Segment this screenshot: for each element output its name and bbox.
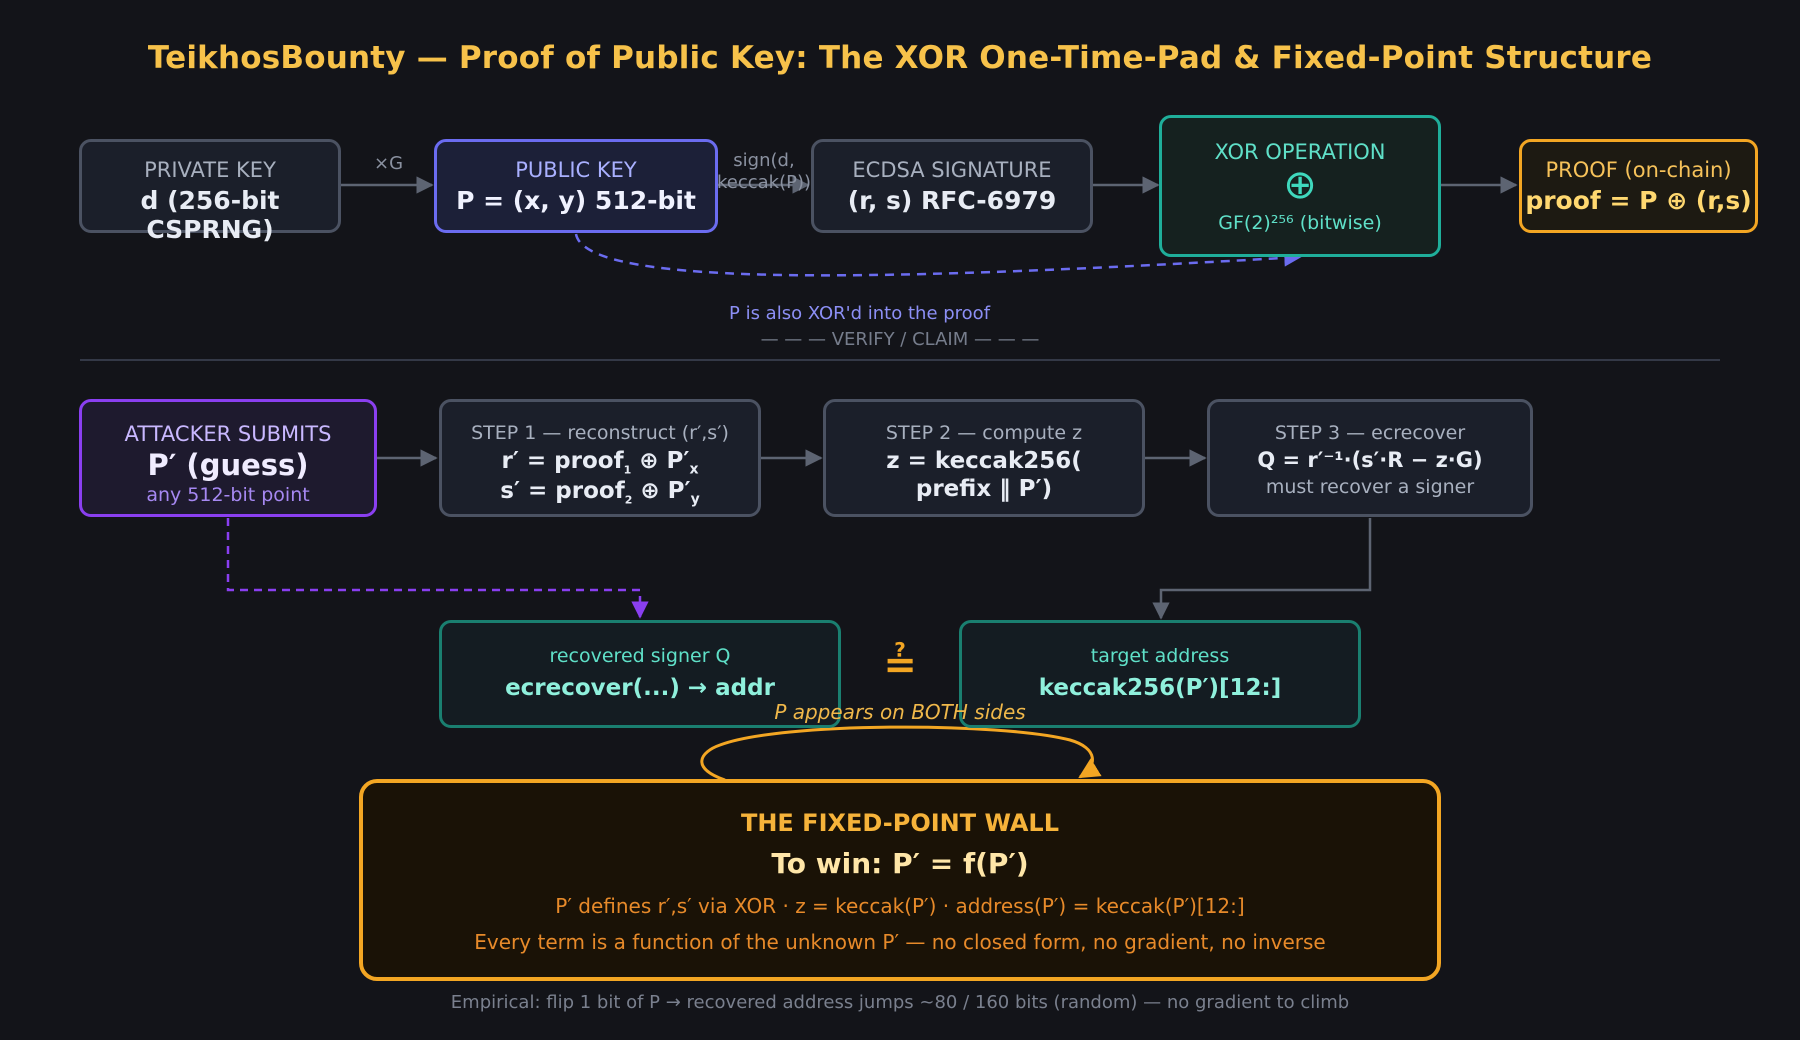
page-title: TeikhosBounty — Proof of Public Key: The…	[147, 40, 1653, 76]
step1-label: STEP 1 — reconstruct (r′,s′)	[471, 422, 729, 444]
target-address-label: target address	[1090, 645, 1230, 667]
step1-line2: s′ = proof2 ⊕ P′y	[442, 478, 758, 508]
public-key-value: P = (x, y) 512-bit	[456, 186, 696, 215]
step1-line1: r′ = proof1 ⊕ P′x	[442, 448, 758, 478]
recovered-signer-box: recovered signer Q ecrecover(...) → addr	[439, 620, 841, 728]
proof-value: proof = P ⊕ (r,s)	[1525, 186, 1752, 215]
step2-box: STEP 2 — compute z z = keccak256( prefix…	[823, 399, 1145, 517]
attacker-submits-sub: any 512-bit point	[146, 484, 310, 506]
private-key-value: d (256-bit CSPRNG)	[140, 186, 280, 244]
attacker-submits-value: P′ (guess)	[147, 448, 309, 482]
attacker-submits-box: ATTACKER SUBMITS P′ (guess) any 512-bit …	[79, 399, 377, 517]
step1-line1-sub: 1	[623, 463, 632, 477]
divider-label: — — — VERIFY / CLAIM — — —	[760, 329, 1040, 350]
xor-operation-sub: GF(2)²⁵⁶ (bitwise)	[1218, 212, 1382, 234]
step1-line1-b: ⊕ P′	[631, 448, 690, 474]
xor-operation-label: XOR OPERATION	[1214, 140, 1386, 164]
attacker-submits-label: ATTACKER SUBMITS	[124, 422, 332, 446]
step2-line2: prefix ‖ P′)	[915, 476, 1053, 502]
private-key-label: PRIVATE KEY	[144, 158, 276, 182]
arrow-attacker-to-recovered-dashed	[226, 518, 649, 619]
arrow-public-key-to-xor-dashed	[574, 233, 1302, 277]
proof-box: PROOF (on-chain) proof = P ⊕ (r,s)	[1519, 139, 1758, 233]
target-address-value: keccak256(P′)[12:]	[1038, 675, 1282, 701]
step1-line2-b: ⊕ P′	[632, 477, 691, 504]
target-address-box: target address keccak256(P′)[12:]	[959, 620, 1361, 728]
recovered-signer-value: ecrecover(...) → addr	[505, 675, 775, 701]
xor-symbol-icon: ⊕	[1283, 162, 1317, 208]
wall-title: THE FIXED-POINT WALL	[740, 809, 1060, 837]
edge-label-sign: sign(d, keccak(P))	[716, 150, 812, 194]
step3-box: STEP 3 — ecrecover Q = r′⁻¹·(s′·R − z·G)…	[1207, 399, 1533, 517]
ecdsa-signature-value: (r, s) RFC-6979	[847, 186, 1057, 215]
wall-line1: P′ defines r′,s′ via XOR · z = keccak(P′…	[555, 894, 1245, 918]
xor-operation-box: XOR OPERATION ⊕ GF(2)²⁵⁶ (bitwise)	[1159, 115, 1441, 257]
edge-label-sign-line1: sign(d,	[733, 150, 795, 171]
edge-label-sign-line2: keccak(P))	[716, 172, 812, 193]
step1-line1-a: r′ = proof	[501, 448, 624, 474]
arrow-step3-to-target	[1152, 518, 1372, 620]
both-sides-note: P appears on BOTH sides	[774, 700, 1026, 724]
step1-line2-sub: 2	[624, 493, 633, 507]
public-key-label: PUBLIC KEY	[515, 158, 637, 182]
ecdsa-signature-label: ECDSA SIGNATURE	[852, 158, 1052, 182]
step1-box: STEP 1 — reconstruct (r′,s′) r′ = proof1…	[439, 399, 761, 517]
step2-label: STEP 2 — compute z	[885, 422, 1083, 444]
step1-line2-a: s′ = proof	[500, 477, 625, 504]
step1-line1-sub2: x	[689, 461, 699, 478]
public-key-box: PUBLIC KEY P = (x, y) 512-bit	[434, 139, 718, 233]
footer-note: Empirical: flip 1 bit of P → recovered a…	[450, 992, 1350, 1013]
fixed-point-loop	[700, 725, 1102, 782]
wall-equation: To win: P′ = f(P′)	[771, 847, 1029, 880]
edge-label-times-g: ×G	[374, 153, 404, 174]
fixed-point-wall-box: THE FIXED-POINT WALL To win: P′ = f(P′) …	[359, 779, 1441, 981]
wall-line2: Every term is a function of the unknown …	[474, 930, 1326, 954]
xor-note: P is also XOR'd into the proof	[729, 303, 991, 324]
step3-label: STEP 3 — ecrecover	[1274, 422, 1466, 444]
step3-sub: must recover a signer	[1265, 476, 1475, 498]
step2-line1: z = keccak256(	[886, 448, 1082, 474]
step1-line2-sub2: y	[690, 491, 700, 508]
ecdsa-signature-box: ECDSA SIGNATURE (r, s) RFC-6979	[811, 139, 1093, 233]
step3-value: Q = r′⁻¹·(s′·R − z·G)	[1257, 448, 1483, 472]
private-key-box: PRIVATE KEY d (256-bit CSPRNG)	[79, 139, 341, 244]
recovered-signer-label: recovered signer Q	[549, 645, 731, 667]
proof-label: PROOF (on-chain)	[1545, 158, 1732, 182]
equality-question-icon: ≟	[883, 642, 917, 688]
